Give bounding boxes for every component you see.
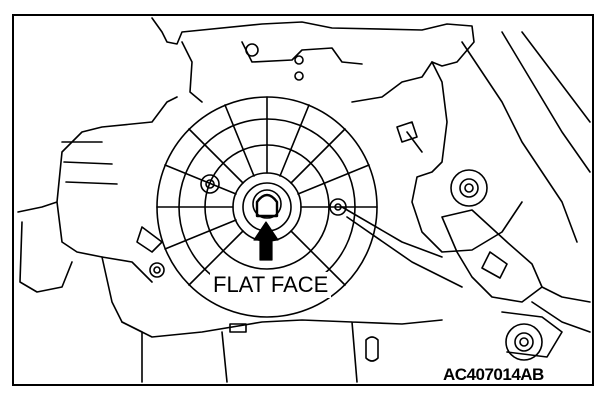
upper-bracket-hole-2 bbox=[294, 55, 304, 65]
harness-connector-lock bbox=[481, 251, 508, 279]
left-lower-ribs bbox=[61, 141, 118, 185]
motor-shaft-flat-face bbox=[255, 193, 279, 218]
lower-housing-outline bbox=[121, 319, 443, 383]
motor-shaft-collar bbox=[252, 189, 282, 219]
upper-housing-inner bbox=[181, 41, 363, 103]
small-bracket bbox=[396, 121, 423, 153]
harness-wires bbox=[341, 206, 591, 333]
blower-mounting-screws bbox=[149, 174, 347, 278]
blower-assembly-drawing bbox=[17, 17, 591, 383]
lower-slot bbox=[365, 336, 379, 362]
right-bolt-upper bbox=[450, 169, 488, 207]
right-frame-rails bbox=[501, 31, 591, 173]
harness-connector bbox=[441, 209, 543, 303]
right-housing-outline bbox=[411, 41, 578, 253]
right-bolt-lower-core bbox=[519, 337, 529, 347]
arrow-up-icon bbox=[253, 221, 279, 261]
left-housing-panel bbox=[19, 221, 153, 293]
upper-bracket-hole-3 bbox=[294, 71, 304, 81]
blower-radial-ribs bbox=[156, 96, 378, 286]
right-bolt-upper-inner bbox=[459, 178, 479, 198]
right-bolt-lower bbox=[505, 323, 543, 361]
lower-tab bbox=[229, 323, 247, 333]
harness-clip bbox=[501, 311, 563, 358]
left-lever bbox=[136, 226, 163, 253]
figure-id-label: AC407014AB bbox=[440, 365, 547, 384]
upper-bracket-hole bbox=[245, 43, 259, 57]
flat-face-callout: FLAT FACE bbox=[210, 272, 332, 298]
left-housing-outline bbox=[17, 96, 178, 333]
right-bolt-lower-inner bbox=[514, 332, 534, 352]
upper-housing-outline bbox=[151, 17, 475, 103]
illustration-frame: FLAT FACE AC407014AB bbox=[12, 14, 594, 386]
right-bolt-upper-core bbox=[464, 183, 474, 193]
